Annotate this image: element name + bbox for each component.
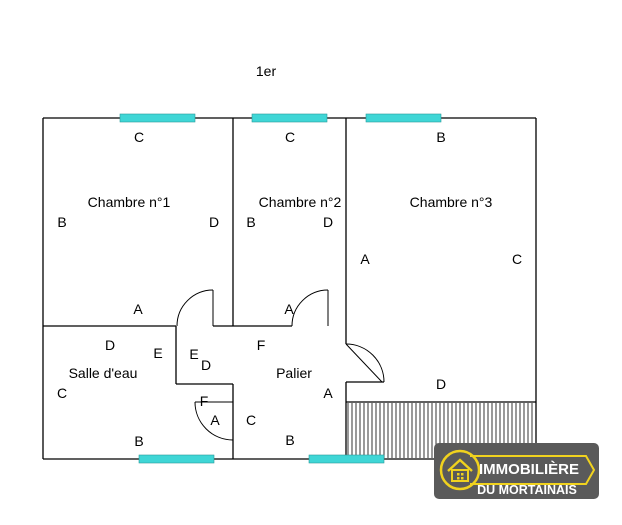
- room-salle-eau: Salle d'eau: [69, 365, 138, 381]
- window-palier: [308, 454, 385, 464]
- house-icon: [439, 449, 481, 491]
- wall-letter: D: [436, 376, 446, 392]
- wall-letter: F: [200, 393, 209, 409]
- wall-letter: C: [134, 129, 144, 145]
- wall-letter: D: [201, 357, 211, 373]
- wall-letter: C: [57, 385, 67, 401]
- floor-label: 1er: [256, 63, 277, 79]
- wall-letter: A: [133, 301, 143, 317]
- wall-letter: A: [323, 385, 333, 401]
- wall-letter: C: [246, 412, 256, 428]
- doors: [176, 289, 385, 441]
- wall-letter: B: [246, 214, 255, 230]
- window-c3: [365, 113, 442, 123]
- wall-letter: A: [210, 412, 220, 428]
- wall-letter: C: [285, 129, 295, 145]
- room-chambre1: Chambre n°1: [88, 194, 171, 210]
- wall-letter: D: [209, 214, 219, 230]
- wall-letter: B: [134, 433, 143, 449]
- walls: [42, 117, 537, 460]
- wall-letter: A: [360, 251, 370, 267]
- wall-letter: D: [105, 337, 115, 353]
- wall-letter: B: [285, 432, 294, 448]
- wall-letter: F: [257, 337, 266, 353]
- agency-logo: IMMOBILIÈRE DU MORTAINAIS: [434, 443, 599, 499]
- wall-letter: D: [323, 214, 333, 230]
- window-se: [138, 454, 215, 464]
- wall-letter: E: [189, 346, 198, 362]
- window-c1: [119, 113, 196, 123]
- window-c2: [251, 113, 328, 123]
- room-chambre2: Chambre n°2: [259, 194, 342, 210]
- wall-letter: B: [57, 214, 66, 230]
- room-chambre3: Chambre n°3: [410, 194, 493, 210]
- wall-letter: E: [153, 345, 162, 361]
- wall-letter: A: [284, 301, 294, 317]
- wall-letter: B: [436, 129, 445, 145]
- windows: [119, 113, 442, 464]
- logo-line1: IMMOBILIÈRE: [479, 461, 579, 478]
- room-palier: Palier: [276, 365, 312, 381]
- logo-line2: DU MORTAINAIS: [477, 483, 577, 497]
- wall-letter: C: [512, 251, 522, 267]
